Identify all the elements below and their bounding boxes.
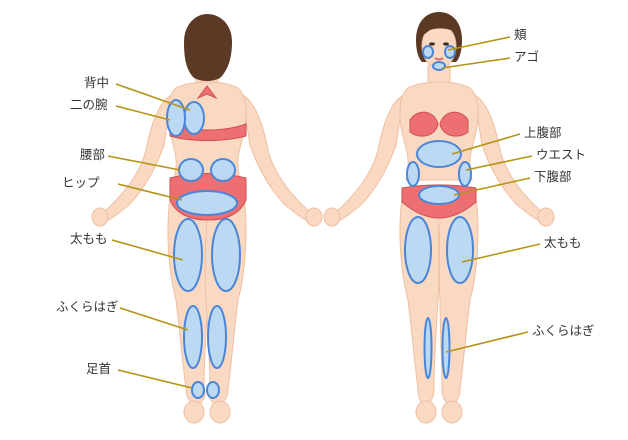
label-upper-arm: 二の腕 (70, 97, 108, 112)
back-left-foot (183, 400, 205, 424)
zone-ankle-left (191, 381, 205, 399)
leader-lines (107, 36, 541, 389)
zone-thigh-left (173, 218, 203, 292)
back-view-figure (91, 14, 323, 424)
leader-hip (117, 183, 183, 201)
leader-lower-abdomen (453, 177, 531, 196)
label-calf-front: ふくらはぎ (532, 323, 595, 338)
leader-calf-front (445, 331, 529, 353)
label-back: 背中 (84, 75, 110, 90)
front-right-hand (537, 207, 555, 227)
leader-jaw (441, 57, 511, 69)
front-right-eye (443, 42, 449, 46)
zone-waist-left (406, 161, 420, 187)
zone-upper-abdomen (416, 140, 462, 168)
front-left-eye (429, 42, 435, 46)
back-left-arm (94, 94, 173, 225)
label-cheek: 頬 (514, 27, 527, 42)
leader-upper-arm (115, 105, 171, 121)
zone-waist-right (458, 161, 472, 187)
front-lips (434, 57, 444, 61)
label-jaw: アゴ (514, 49, 540, 64)
zone-ankle-right (206, 381, 220, 399)
zone-thigh-right (211, 218, 241, 292)
leader-back (115, 83, 191, 111)
zone-thigh-right (446, 216, 474, 284)
label-upper-abdomen: 上腹部 (524, 125, 562, 140)
leader-thigh-front (461, 243, 541, 263)
front-left-hand (323, 207, 341, 227)
zone-upper-arm (166, 99, 186, 137)
leader-waist-back (107, 155, 181, 171)
leader-calf-back (119, 307, 189, 331)
back-right-hand (305, 207, 323, 227)
zone-back (183, 101, 205, 135)
front-right-foot (441, 400, 463, 424)
back-right-arm (241, 94, 320, 225)
zone-calf-right (207, 305, 227, 369)
label-ankle: 足首 (86, 361, 112, 376)
zone-calf-left (183, 305, 203, 369)
zone-cheek-right (444, 45, 456, 59)
label-waist-front: ウエスト (536, 147, 587, 162)
label-hip: ヒップ (62, 175, 100, 190)
zone-cheek-left (422, 45, 434, 59)
label-thigh-back: 太もも (70, 231, 108, 246)
front-view-figure (323, 12, 555, 424)
front-left-arm (326, 94, 405, 225)
back-left-hand (91, 207, 109, 227)
front-fringe (422, 18, 458, 36)
zone-waist-right (210, 158, 236, 182)
zone-thigh-left (404, 216, 432, 284)
label-lower-abdomen: 下腹部 (534, 169, 572, 184)
front-bikini-top-right (439, 111, 469, 137)
front-left-foot (415, 400, 437, 424)
leader-waist-front (465, 155, 533, 171)
zone-hip (176, 190, 238, 216)
zone-calf-left (423, 317, 433, 379)
zone-lower-abdomen (418, 185, 460, 205)
label-waist-back: 腰部 (80, 147, 106, 162)
leader-cheek (447, 36, 511, 51)
front-bikini-top-left (409, 111, 439, 137)
back-hair (184, 14, 232, 81)
leader-upper-abdomen (451, 133, 521, 155)
back-right-foot (209, 400, 231, 424)
zone-jaw (432, 61, 446, 71)
back-bikini-bow (196, 85, 218, 100)
leader-ankle (117, 369, 193, 389)
label-thigh-front: 太もも (544, 235, 582, 250)
zone-waist-left (178, 158, 204, 182)
label-calf-back: ふくらはぎ (56, 299, 119, 314)
zone-calf-right (441, 317, 451, 379)
leader-thigh-back (111, 239, 184, 261)
